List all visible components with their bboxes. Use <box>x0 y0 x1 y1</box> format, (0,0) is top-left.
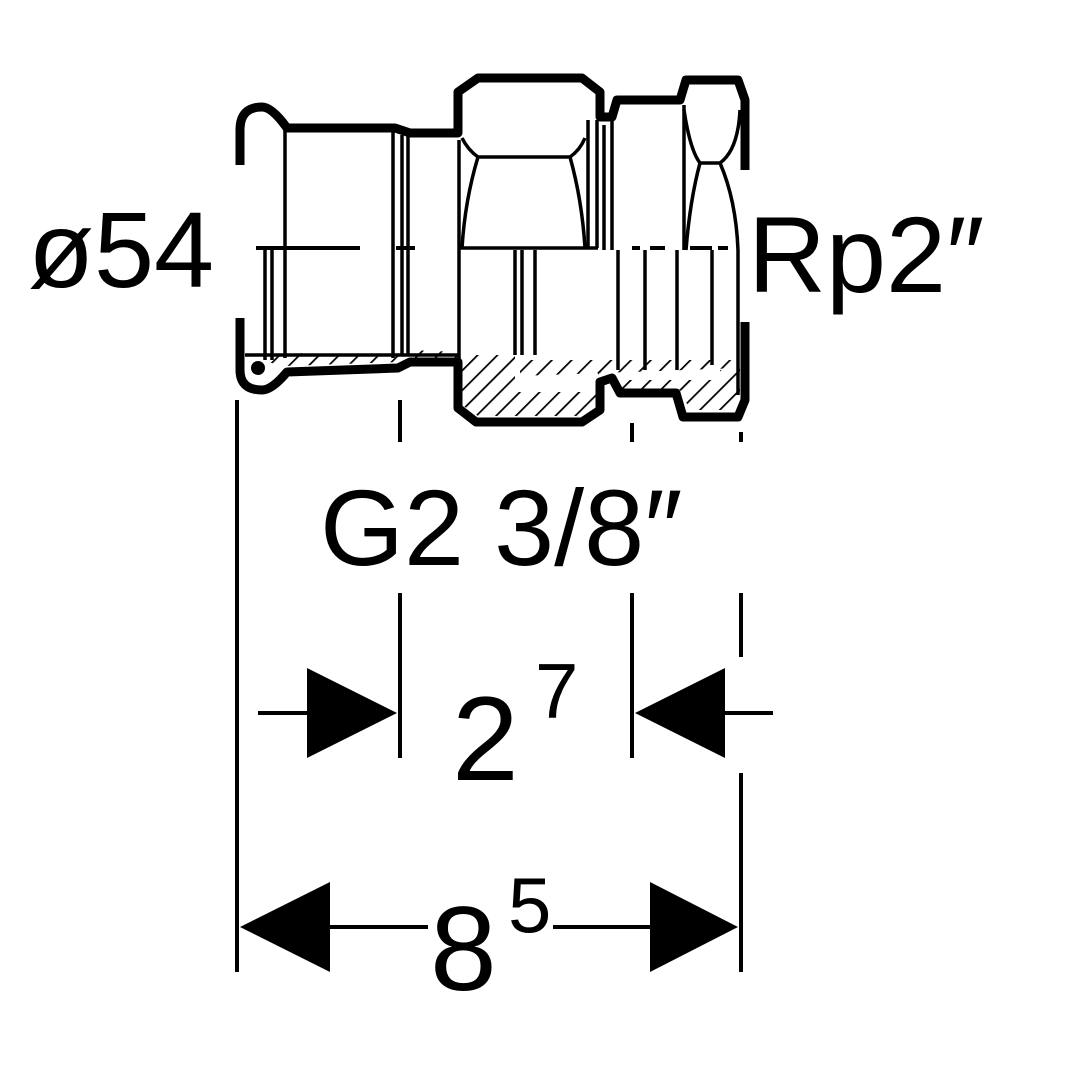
left-connection-label: ø54 <box>28 189 214 310</box>
fitting-outline <box>235 73 750 427</box>
arrow-left-icon <box>635 668 725 758</box>
overall-dimension-superscript: 5 <box>508 861 551 949</box>
section-hatching <box>258 350 740 416</box>
inner-dimension-superscript: 7 <box>535 647 578 735</box>
arrow-left-icon <box>240 882 330 972</box>
inner-dimension-arrows <box>258 668 773 758</box>
inner-dimension-value: 2 <box>452 672 519 806</box>
fitting-inner-lines <box>245 105 742 395</box>
union-thread-label: G2 3/8″ <box>320 467 682 588</box>
extension-lines <box>235 400 743 972</box>
arrow-right-icon <box>650 882 738 972</box>
arrow-right-icon <box>307 668 397 758</box>
right-connection-label: Rp2″ <box>748 194 984 315</box>
overall-dimension-value: 8 <box>430 882 497 1016</box>
overall-dimension-arrows <box>240 882 738 972</box>
o-ring <box>251 361 265 375</box>
